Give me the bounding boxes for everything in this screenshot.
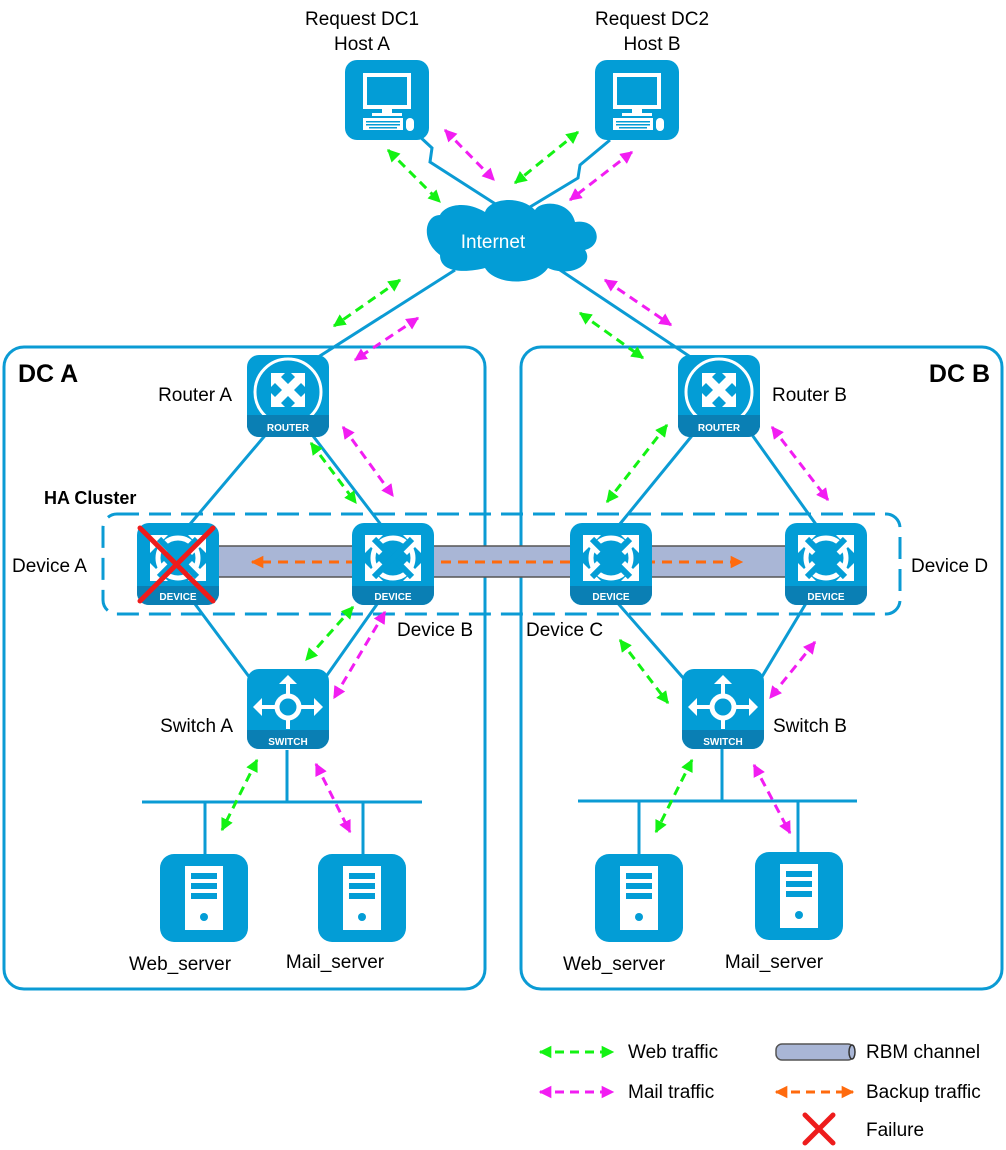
legend-web-label: Web traffic [628,1042,718,1063]
legend-failure-label: Failure [866,1120,924,1141]
device-d[interactable] [785,523,867,605]
mail-arrow [314,762,352,834]
mail-arrow [353,316,420,362]
router-b[interactable] [676,353,762,439]
web-arrow [304,606,355,661]
host-b-label-1: Request DC2 [595,9,709,30]
web-arrow [332,278,402,328]
web-arrow [618,638,670,705]
legend-mail-label: Mail traffic [628,1082,714,1103]
web-arrow [386,148,442,204]
web-server-b-label: Web_server [563,954,666,975]
device-c-label: Device C [526,620,603,641]
internet-label: Internet [461,232,526,253]
legend-rbm-icon [775,1043,856,1061]
ha-cluster-boundary [101,512,902,616]
switch-b[interactable] [682,669,764,749]
link-host-a-internet [416,133,498,207]
router-a[interactable] [245,353,331,439]
host-b-label-2: Host B [623,34,680,55]
web-arrow [605,424,669,503]
device-b[interactable] [352,523,434,605]
dc-b-boundary [519,345,1004,991]
link-router-a-device-a [183,431,270,531]
mail-arrow [603,278,673,327]
legend-backup-label: Backup traffic [866,1082,981,1103]
web-arrow [514,130,579,185]
internet-cloud: Internet [426,200,597,282]
dc-a-boundary [2,345,487,991]
mail-server-b-label: Mail_server [725,952,824,973]
host-b[interactable]: Request DC2 Host B [595,9,709,140]
web-arrow [220,758,259,832]
ha-cluster-label: HA Cluster [44,488,136,508]
legend: Web traffic Mail traffic RBM channel Bac… [538,1042,981,1146]
host-a-label-1: Request DC1 [305,9,419,30]
host-a[interactable]: Request DC1 Host A [305,9,429,140]
mail-arrow [752,763,792,835]
switch-b-label: Switch B [773,716,847,737]
web-server-a-label: Web_server [129,954,232,975]
mail-arrow [770,426,830,501]
dc-b-title: DC B [929,360,990,388]
failure-x-icon [137,525,216,604]
mail-server-b[interactable] [755,852,843,940]
link-device-a-switch-a [190,599,252,679]
link-device-c-switch-b [613,599,687,681]
device-c[interactable] [570,523,652,605]
mail-server-a-label: Mail_server [286,952,385,973]
mail-arrow [569,150,633,202]
mail-arrow [443,128,496,182]
host-a-label-2: Host A [334,34,390,55]
router-b-label: Router B [772,385,847,406]
mail-arrow [332,610,387,700]
mail-arrow [768,641,817,699]
device-a-label: Device A [12,556,87,577]
mail-server-a[interactable] [318,854,406,942]
router-a-label: Router A [158,385,232,406]
dc-a-title: DC A [18,360,78,388]
link-host-b-internet [524,138,611,212]
switch-a-label: Switch A [160,716,233,737]
switch-a[interactable] [247,669,329,749]
web-arrow [309,441,358,505]
web-traffic-arrows [220,130,694,834]
device-d-label: Device D [911,556,988,577]
web-arrow [578,311,645,360]
web-server-b[interactable] [595,854,683,942]
link-device-d-switch-b [758,599,810,681]
web-arrow [654,758,694,834]
legend-failure-icon [802,1112,836,1146]
legend-rbm-label: RBM channel [866,1042,980,1063]
device-b-label: Device B [397,620,473,641]
mail-traffic-arrows [314,128,830,835]
web-server-a[interactable] [160,854,248,942]
